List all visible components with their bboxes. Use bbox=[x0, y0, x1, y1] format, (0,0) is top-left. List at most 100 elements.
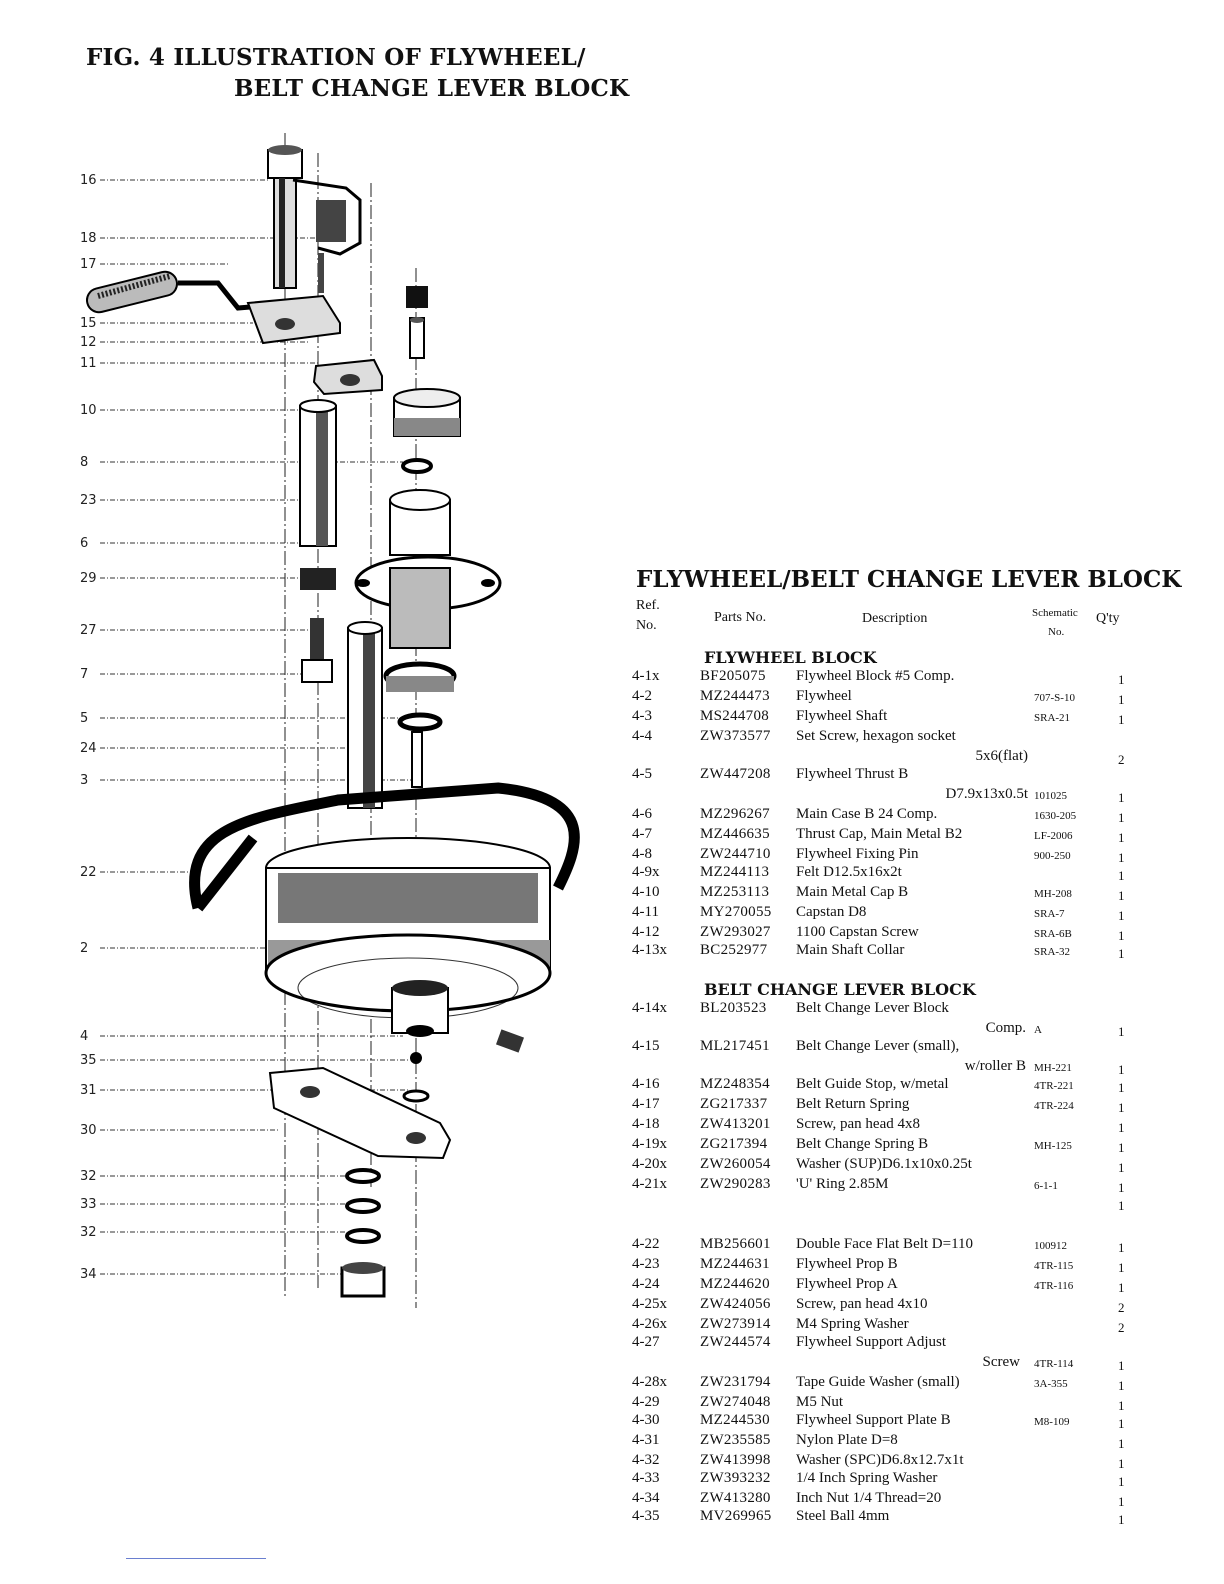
quantity: 1 bbox=[1118, 1024, 1125, 1039]
schematic-no: 4TR-115 bbox=[1034, 1260, 1074, 1272]
part-number: ML217451 bbox=[700, 1038, 770, 1054]
ref-no: 4-32 bbox=[632, 1452, 660, 1468]
part-description: Thrust Cap, Main Metal B2 bbox=[796, 826, 963, 842]
callout-23: 23 bbox=[80, 493, 97, 508]
quantity: 1 bbox=[1118, 1280, 1125, 1295]
schematic-no: MH-125 bbox=[1034, 1140, 1072, 1152]
part-description: Belt Return Spring bbox=[796, 1096, 910, 1112]
quantity: 1 bbox=[1118, 908, 1125, 923]
quantity: 1 bbox=[1118, 790, 1125, 805]
washer-32a bbox=[345, 1168, 381, 1184]
part-number: ZW260054 bbox=[700, 1156, 771, 1172]
part-number: MZ244631 bbox=[700, 1256, 770, 1272]
exploded-diagram: 1618171512111082362927752432224353130323… bbox=[80, 133, 580, 1308]
callout-8: 8 bbox=[80, 455, 88, 470]
quantity: 2 bbox=[1118, 752, 1125, 767]
schematic-no: SRA-32 bbox=[1034, 946, 1071, 958]
quantity: 1 bbox=[1118, 692, 1125, 707]
part-description: M4 Spring Washer bbox=[796, 1316, 909, 1332]
ref-no: 4-34 bbox=[632, 1490, 660, 1506]
ref-no: 4-22 bbox=[632, 1236, 660, 1252]
ref-no: 4-28x bbox=[632, 1374, 667, 1390]
callout-32: 32 bbox=[80, 1169, 97, 1184]
ref-no: 4-25x bbox=[632, 1296, 667, 1312]
callout-22: 22 bbox=[80, 865, 97, 880]
callout-17: 17 bbox=[80, 257, 97, 272]
steel-ball-35 bbox=[410, 1052, 422, 1064]
callout-6: 6 bbox=[80, 536, 88, 551]
ref-no: 4-3 bbox=[632, 708, 652, 724]
description-continuation: w/roller B bbox=[964, 1058, 1026, 1074]
part-description: Capstan D8 bbox=[796, 904, 867, 920]
schematic-no: 101025 bbox=[1034, 790, 1067, 802]
header-parts-no: Parts No. bbox=[714, 610, 767, 625]
description-continuation: Comp. bbox=[985, 1020, 1026, 1036]
part-number: MZ244113 bbox=[700, 864, 770, 880]
main-case-6 bbox=[354, 489, 502, 649]
header-qty: Q'ty bbox=[1096, 611, 1120, 626]
schematic-no: 100912 bbox=[1034, 1240, 1067, 1252]
callout-labels: 1618171512111082362927752432224353130323… bbox=[80, 173, 412, 1282]
hub-4 bbox=[391, 980, 525, 1053]
figure-title: FIG. 4 ILLUSTRATION OF FLYWHEEL/ BELT CH… bbox=[86, 42, 629, 104]
part-description: Inch Nut 1/4 Thread=20 bbox=[796, 1490, 942, 1506]
ref-no: 4-9x bbox=[632, 864, 660, 880]
part-number: MB256601 bbox=[700, 1236, 771, 1252]
part-description: 1100 Capstan Screw bbox=[796, 924, 919, 940]
sleeve-6 bbox=[299, 399, 337, 547]
callout-16: 16 bbox=[80, 173, 97, 188]
ref-no: 4-33 bbox=[632, 1470, 660, 1486]
ref-no: 4-21x bbox=[632, 1176, 667, 1192]
nut-29 bbox=[300, 568, 336, 590]
screw-27 bbox=[310, 618, 324, 663]
ref-no: 4-23 bbox=[632, 1256, 660, 1272]
quantity: 1 bbox=[1118, 888, 1125, 903]
part-description: Main Metal Cap B bbox=[796, 884, 909, 900]
header-schematic-1: Schematic bbox=[1032, 607, 1078, 619]
part-description: Set Screw, hexagon socket bbox=[796, 728, 956, 744]
schematic-no: SRA-6B bbox=[1034, 928, 1072, 940]
schematic-no: A bbox=[1034, 1024, 1042, 1036]
part-description: Main Shaft Collar bbox=[796, 942, 905, 958]
header-ref-1: Ref. bbox=[636, 598, 660, 613]
quantity: 1 bbox=[1118, 1140, 1125, 1155]
part-description: Washer (SUP)D6.1x10x0.25t bbox=[796, 1156, 972, 1172]
part-description: Main Case B 24 Comp. bbox=[796, 806, 938, 822]
part-number: MZ248354 bbox=[700, 1076, 770, 1092]
quantity: 1 bbox=[1118, 1080, 1125, 1095]
part-description: Belt Change Spring B bbox=[796, 1136, 929, 1152]
ref-no: 4-5 bbox=[632, 766, 652, 782]
quantity: 1 bbox=[1118, 1100, 1125, 1115]
part-number: MZ296267 bbox=[700, 806, 770, 822]
quantity: 1 bbox=[1118, 1198, 1125, 1213]
ref-no: 4-15 bbox=[632, 1038, 660, 1054]
ref-no: 4-20x bbox=[632, 1156, 667, 1172]
callout-3: 3 bbox=[80, 773, 88, 788]
callout-11: 11 bbox=[80, 356, 97, 371]
part-description: Felt D12.5x16x2t bbox=[796, 864, 902, 880]
part-number: ZW447208 bbox=[700, 766, 771, 782]
screw-top bbox=[406, 286, 428, 359]
part-number: MY270055 bbox=[700, 904, 772, 920]
part-number: MZ244530 bbox=[700, 1412, 770, 1428]
collar-10 bbox=[393, 388, 461, 437]
callout-27: 27 bbox=[80, 623, 97, 638]
quantity: 1 bbox=[1118, 712, 1125, 727]
schematic-no: 4TR-221 bbox=[1034, 1080, 1074, 1092]
part-description: Flywheel Support Adjust bbox=[796, 1334, 947, 1350]
ref-no: 4-31 bbox=[632, 1432, 660, 1448]
ref-no: 4-13x bbox=[632, 942, 667, 958]
quantity: 1 bbox=[1118, 1456, 1125, 1471]
schematic-no: SRA-7 bbox=[1034, 908, 1065, 920]
part-description: Flywheel Shaft bbox=[796, 708, 888, 724]
schematic-no: MH-221 bbox=[1034, 1062, 1072, 1074]
ref-no: 4-11 bbox=[632, 904, 659, 920]
quantity: 1 bbox=[1118, 672, 1125, 687]
part-number: ZW373577 bbox=[700, 728, 771, 744]
parts-list-heading: FLYWHEEL/BELT CHANGE LEVER BLOCK bbox=[636, 566, 1182, 593]
part-description: Belt Change Lever (small), bbox=[796, 1038, 960, 1054]
part-number: ZW273914 bbox=[700, 1316, 771, 1332]
bearing-7 bbox=[383, 661, 457, 692]
part-number: ZW293027 bbox=[700, 924, 771, 940]
plate-15 bbox=[246, 253, 341, 345]
